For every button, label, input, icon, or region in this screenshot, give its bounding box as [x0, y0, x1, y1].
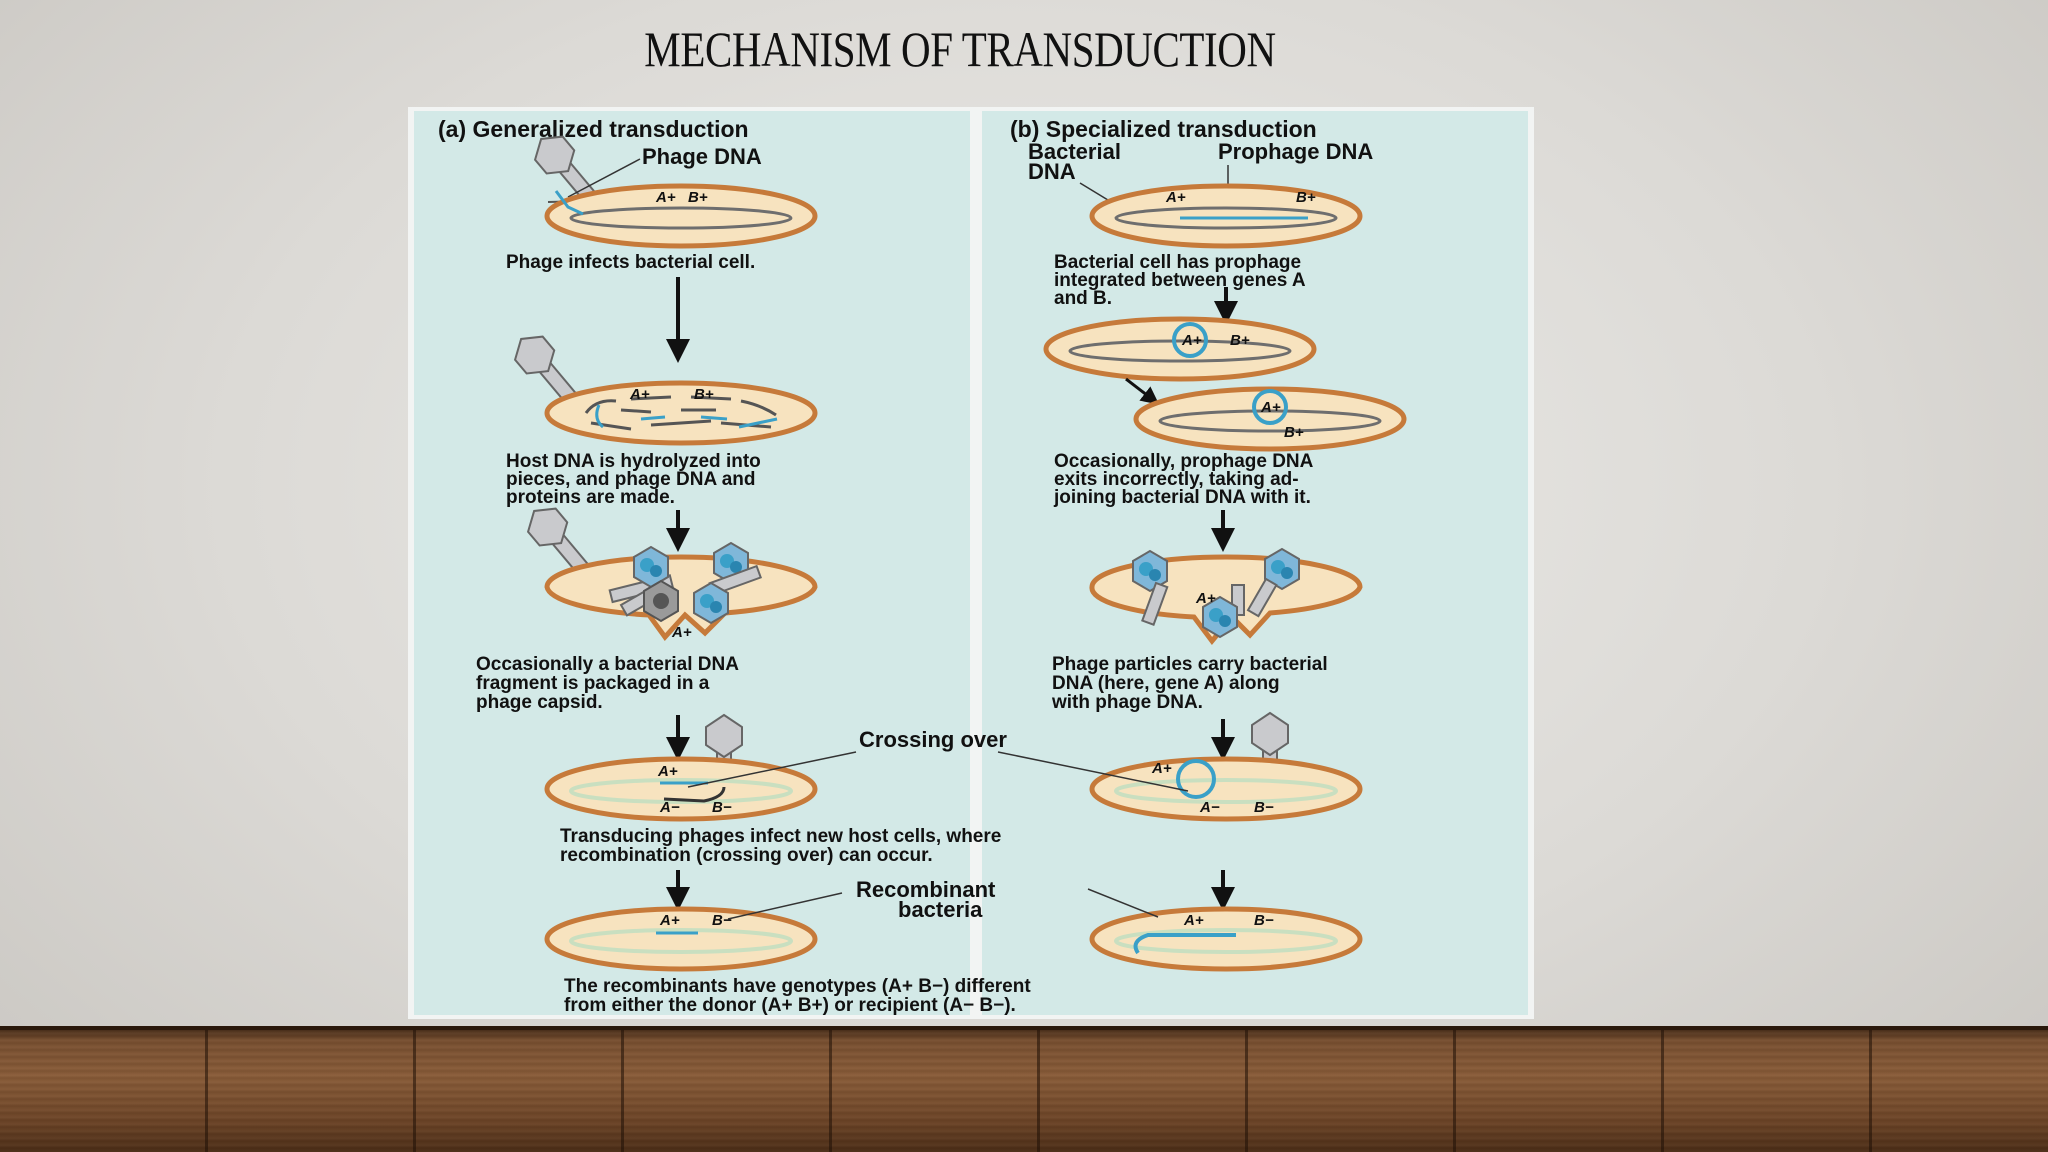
wooden-floor [0, 1026, 2048, 1152]
panel-a-step4-gene-a-plus: A+ [657, 763, 678, 780]
panel-a-step4-gene-a-minus: A− [659, 799, 680, 816]
panel-a-step5-gene-a: A+ [659, 912, 680, 929]
panel-a-step3-caption: Occasionally a bacterial DNA fragment is… [476, 654, 744, 713]
panel-a-phage-dna-label: Phage DNA [642, 144, 762, 169]
final-caption: The recombinants have genotypes (A+ B−) … [564, 976, 1036, 1016]
panel-a-step1-cell [547, 186, 815, 246]
panel-a-step2-cell [544, 380, 818, 446]
panel-b-step4-cell [1092, 759, 1360, 819]
panel-a-step4-gene-b-minus: B− [712, 799, 732, 816]
panel-b-step5-gene-b: B− [1254, 912, 1274, 929]
panel-b-heading: (b) Specialized transduction [1010, 116, 1317, 142]
recombinant-label: Recombinant bacteria [856, 877, 1001, 922]
panel-a-step1-gene-b: B+ [688, 189, 708, 206]
panel-a-step3-cell [544, 542, 818, 641]
panel-a-step2-caption: Host DNA is hydrolyzed into pieces, and … [506, 451, 766, 508]
panel-b-step1-cell [1092, 186, 1360, 246]
panel-b-step1-gene-b: B+ [1296, 189, 1316, 206]
slide-title: MECHANISM OF TRANSDUCTION [644, 21, 1276, 77]
panel-a-step2-gene-a: A+ [629, 386, 650, 403]
panel-b-step5-gene-a: A+ [1183, 912, 1204, 929]
panel-b-step5-cell [1092, 909, 1360, 969]
panel-a-step4-cell [547, 759, 815, 819]
panel-a-heading: (a) Generalized transduction [438, 116, 749, 142]
panel-b-step1-caption: Bacterial cell has prophage integrated b… [1054, 252, 1310, 309]
panel-b-step3-caption: Phage particles carry bacterial DNA (her… [1051, 654, 1333, 713]
panel-b-step4-gene-a-plus: A+ [1151, 760, 1172, 777]
panel-b-step2-gene-b-2: B+ [1284, 424, 1304, 441]
panel-b-prophage-dna-label: Prophage DNA [1218, 139, 1373, 164]
panel-a-step1-gene-a: A+ [655, 189, 676, 206]
panel-a-step5-cell [547, 909, 815, 969]
panel-b-step2-gene-b-1: B+ [1230, 332, 1250, 349]
panel-b-step2-gene-a-1: A+ [1181, 332, 1202, 349]
panel-a-step5-gene-b: B− [712, 912, 732, 929]
step4-caption: Transducing phages infect new host cells… [560, 826, 1007, 866]
panel-b-step2-caption: Occasionally, prophage DNA exits incorre… [1053, 451, 1318, 508]
panel-b-step2-cell-2 [1136, 389, 1404, 449]
panel-b-step3-cell [1089, 548, 1363, 646]
panel-b-step1-gene-a: A+ [1165, 189, 1186, 206]
panel-b-step4-gene-a-minus: A− [1199, 799, 1220, 816]
panel-a-step2-gene-b: B+ [694, 386, 714, 403]
crossing-over-label: Crossing over [859, 727, 1007, 752]
floor-seam [0, 1026, 2048, 1030]
panel-b-bacterial-dna-label: Bacterial DNA [1028, 139, 1127, 184]
panel-b-step4-gene-b-minus: B− [1254, 799, 1274, 816]
panel-b-step2-gene-a-2: A+ [1260, 399, 1281, 416]
panel-a-step3-gene-a: A+ [671, 624, 692, 641]
panel-a-step1-caption: Phage infects bacterial cell. [506, 252, 755, 273]
transduction-figure: (a) Generalized transduction (b) Special… [408, 107, 1534, 1019]
panel-b-step3-gene-a: A+ [1195, 590, 1216, 607]
